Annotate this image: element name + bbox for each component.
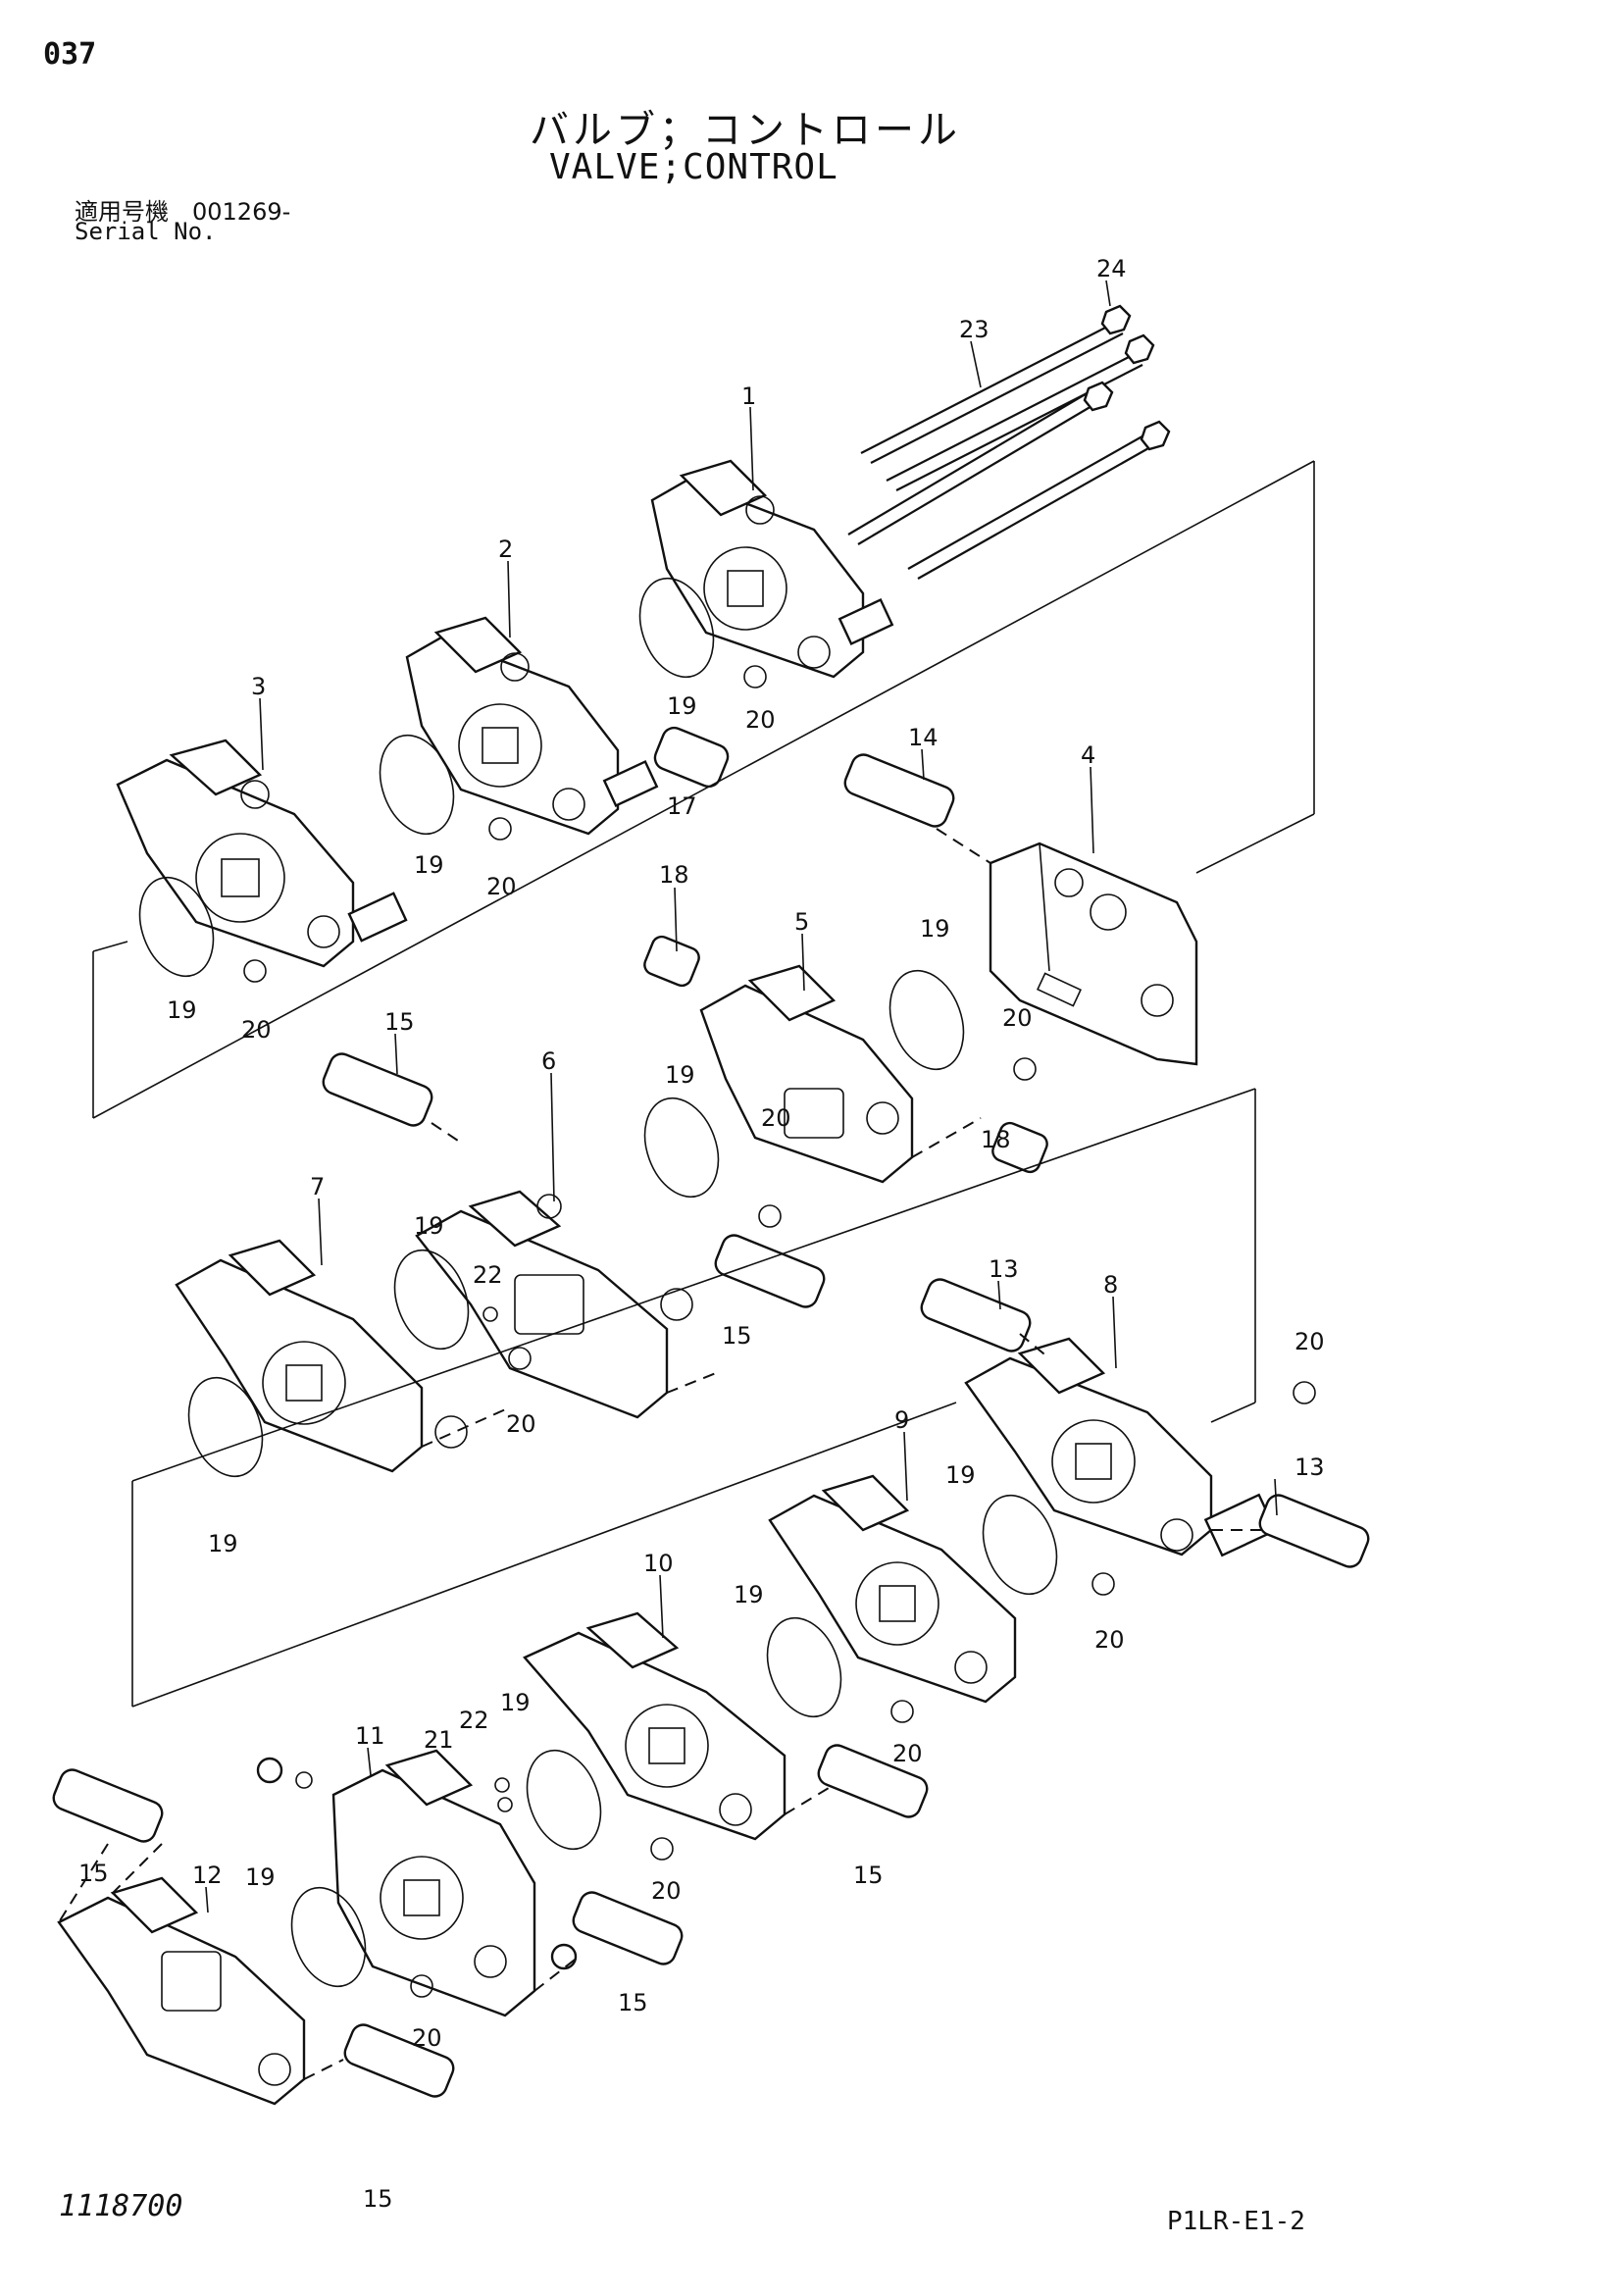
callout-6: 6 — [541, 1047, 556, 1075]
callout-9: 9 — [894, 1406, 909, 1434]
o-rings — [138, 577, 1316, 1998]
callout-1: 1 — [741, 383, 756, 410]
callout-12: 12 — [192, 1862, 223, 1889]
callout-15e: 15 — [618, 1989, 648, 2016]
callout-20h: 20 — [1094, 1626, 1125, 1654]
valve-section-8 — [964, 1337, 1278, 1557]
leader-lines — [205, 280, 1278, 1913]
callout-2: 2 — [498, 536, 513, 563]
callout-18: 18 — [659, 861, 689, 889]
callout-20c: 20 — [241, 1016, 272, 1044]
title-english: VALVE;CONTROL — [549, 147, 838, 187]
callout-19e: 19 — [665, 1061, 695, 1089]
callout-4: 4 — [1081, 741, 1095, 769]
callout-19j: 19 — [500, 1689, 531, 1716]
title-japanese: バルブ；コントロール — [530, 108, 961, 153]
callout-20g: 20 — [1294, 1328, 1325, 1355]
callout-23: 23 — [959, 316, 990, 343]
callout-24: 24 — [1096, 255, 1127, 282]
serial-label-japanese: 適用号機 001269- — [75, 198, 291, 226]
callout-19h: 19 — [945, 1461, 976, 1489]
callout-3: 3 — [251, 673, 266, 700]
callout-22a: 22 — [473, 1261, 503, 1289]
cartridge-valves — [52, 726, 1370, 2098]
callout-19i: 19 — [734, 1581, 764, 1608]
callout-13: 13 — [989, 1255, 1019, 1283]
valve-section-6 — [415, 1190, 693, 1419]
callout-7: 7 — [310, 1173, 325, 1200]
callout-19b: 19 — [414, 851, 444, 879]
figure-id: 1118700 — [59, 2189, 183, 2223]
callout-13b: 13 — [1294, 1454, 1325, 1481]
valve-section-3 — [116, 739, 408, 968]
page-number: 037 — [43, 37, 97, 72]
callout-15f: 15 — [363, 2185, 393, 2213]
callout-15b: 15 — [722, 1322, 752, 1350]
serial-label-english: Serial No. — [75, 218, 217, 245]
callout-19c: 19 — [167, 996, 197, 1024]
callout-10: 10 — [643, 1550, 674, 1577]
callout-19f: 19 — [414, 1212, 444, 1240]
callout-5: 5 — [794, 908, 809, 936]
valve-section-1 — [650, 459, 894, 679]
valve-section-7 — [175, 1239, 468, 1473]
callout-20k: 20 — [412, 2024, 442, 2052]
callout-15d: 15 — [853, 1862, 884, 1889]
alignment-dashes — [58, 828, 1265, 2080]
callout-20f: 20 — [506, 1410, 536, 1438]
valve-section-9 — [768, 1474, 1017, 1704]
valve-section-5 — [699, 964, 914, 1184]
page-code: P1LR-E1-2 — [1167, 2207, 1305, 2236]
callout-18b: 18 — [981, 1126, 1011, 1153]
callout-20j: 20 — [651, 1877, 682, 1905]
callout-15: 15 — [384, 1008, 415, 1036]
callout-17: 17 — [667, 792, 697, 820]
callout-11: 11 — [355, 1722, 385, 1750]
valve-section-10 — [523, 1611, 787, 1841]
valve-section-12 — [57, 1876, 306, 2106]
callout-labels: 1 2 3 4 5 6 7 8 9 10 11 12 13 13 14 15 1… — [78, 255, 1325, 2213]
valve-section-2 — [405, 616, 659, 836]
callout-20b: 20 — [486, 873, 517, 900]
callout-14: 14 — [908, 724, 939, 751]
callout-8: 8 — [1103, 1271, 1118, 1299]
assembly-outline-lines — [92, 460, 1315, 1708]
tie-rod-nuts — [1083, 304, 1171, 451]
callout-20d: 20 — [1002, 1004, 1033, 1032]
callout-19g: 19 — [208, 1530, 238, 1557]
valve-section-4-end-cover — [989, 842, 1198, 1066]
callout-21: 21 — [424, 1726, 454, 1754]
callout-19k: 19 — [245, 1863, 276, 1891]
callout-22b: 22 — [459, 1707, 489, 1734]
valve-section-11 — [331, 1749, 536, 2017]
callout-20a: 20 — [745, 706, 776, 734]
callout-19d: 19 — [920, 915, 950, 943]
callout-15c: 15 — [78, 1860, 109, 1887]
callout-20e: 20 — [761, 1104, 791, 1132]
callout-19a: 19 — [667, 692, 697, 720]
callout-20i: 20 — [892, 1740, 923, 1767]
tie-rods — [847, 323, 1158, 580]
